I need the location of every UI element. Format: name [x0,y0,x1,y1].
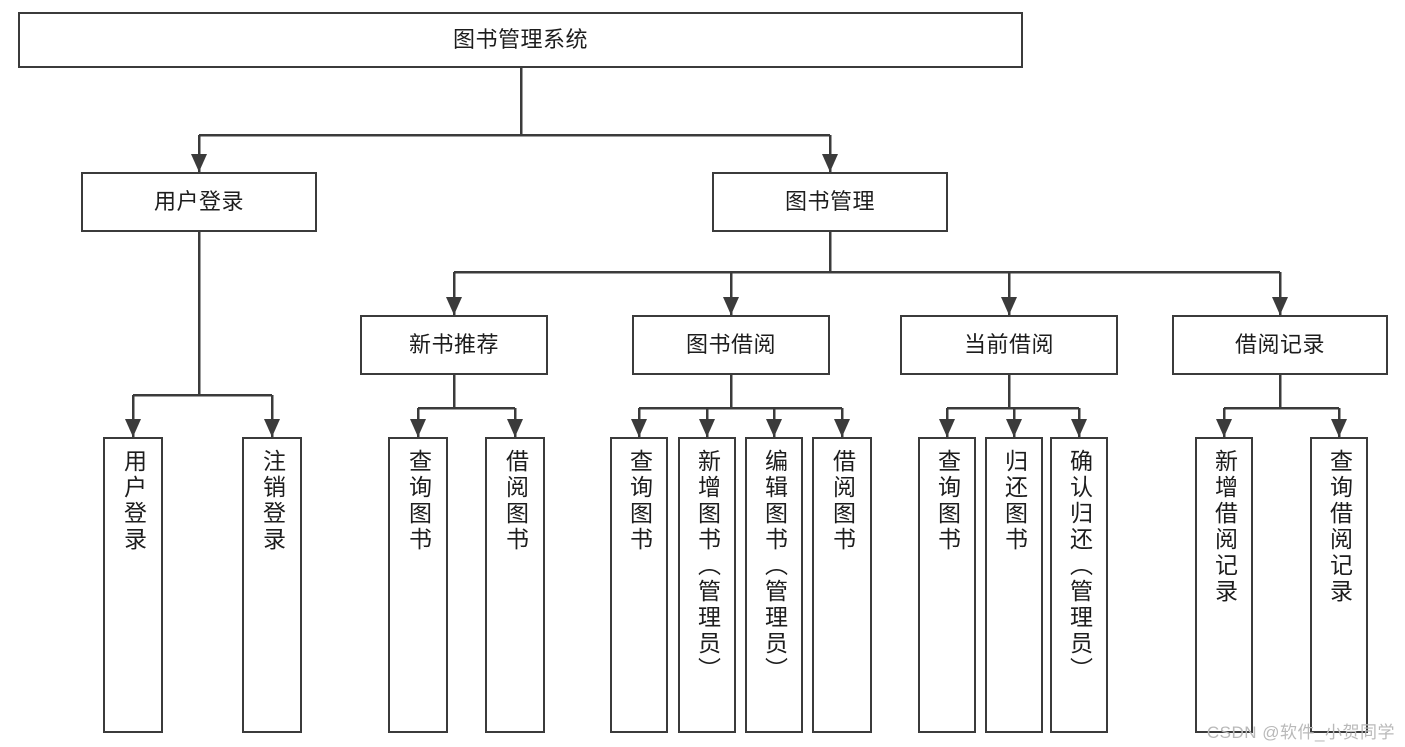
node-borrow-record-label: 借阅记录 [1234,332,1325,358]
leaf-confirm-return-admin[interactable]: 确认归还（管理员） [1050,437,1108,733]
node-book-management-label: 图书管理 [784,189,875,215]
leaf-return-book[interactable]: 归还图书 [985,437,1043,733]
node-current-borrow[interactable]: 当前借阅 [900,315,1118,375]
leaf-borrow-book[interactable]: 借阅图书 [812,437,872,733]
leaf-user-login[interactable]: 用户登录 [103,437,163,733]
node-borrow-record[interactable]: 借阅记录 [1172,315,1388,375]
node-book-borrow[interactable]: 图书借阅 [632,315,830,375]
node-new-book-recommend[interactable]: 新书推荐 [360,315,548,375]
leaf-borrow-book-label: 借阅图书 [829,449,856,553]
node-book-management[interactable]: 图书管理 [712,172,948,232]
leaf-user-login-label: 用户登录 [120,449,147,553]
leaf-confirm-return-admin-label: 确认归还（管理员） [1066,449,1093,683]
node-root-label: 图书管理系统 [452,27,588,53]
leaf-add-book-admin[interactable]: 新增图书（管理员） [678,437,736,733]
node-user-login[interactable]: 用户登录 [81,172,317,232]
node-current-borrow-label: 当前借阅 [963,332,1054,358]
leaf-return-book-label: 归还图书 [1001,449,1028,553]
leaf-borrow-book-new-label: 借阅图书 [502,449,529,553]
leaf-logout[interactable]: 注销登录 [242,437,302,733]
leaf-query-book-borrow[interactable]: 查询图书 [610,437,668,733]
node-root[interactable]: 图书管理系统 [18,12,1023,68]
leaf-query-book-current-label: 查询图书 [934,449,961,553]
leaf-query-borrow-record[interactable]: 查询借阅记录 [1310,437,1368,733]
leaf-query-book-new[interactable]: 查询图书 [388,437,448,733]
leaf-add-borrow-record[interactable]: 新增借阅记录 [1195,437,1253,733]
leaf-query-book-borrow-label: 查询图书 [626,449,653,553]
leaf-add-borrow-record-label: 新增借阅记录 [1211,449,1238,605]
leaf-query-borrow-record-label: 查询借阅记录 [1326,449,1353,605]
node-new-book-recommend-label: 新书推荐 [408,332,499,358]
watermark-text: CSDN @软件_小贺同学 [1206,723,1395,742]
leaf-add-book-admin-label: 新增图书（管理员） [694,449,721,683]
leaf-query-book-current[interactable]: 查询图书 [918,437,976,733]
leaf-edit-book-admin[interactable]: 编辑图书（管理员） [745,437,803,733]
leaf-logout-label: 注销登录 [259,449,286,553]
node-book-borrow-label: 图书借阅 [685,332,776,358]
leaf-edit-book-admin-label: 编辑图书（管理员） [761,449,788,683]
node-user-login-label: 用户登录 [153,189,244,215]
leaf-borrow-book-new[interactable]: 借阅图书 [485,437,545,733]
leaf-query-book-new-label: 查询图书 [405,449,432,553]
